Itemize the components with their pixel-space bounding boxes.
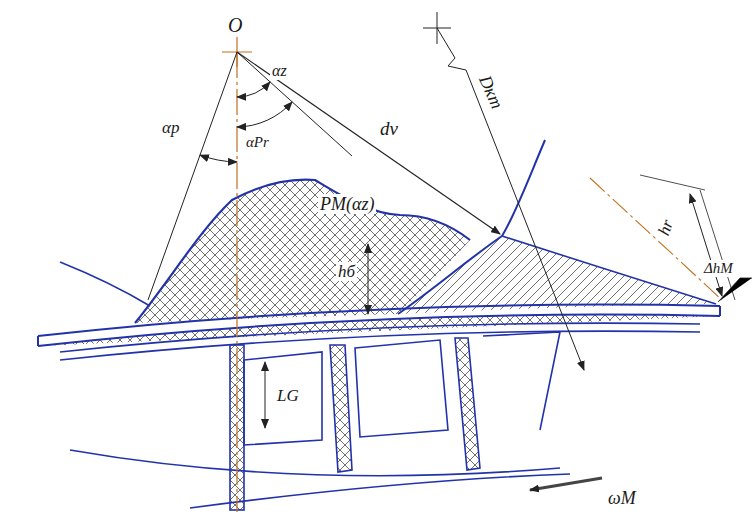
angle-label: αp <box>160 118 181 137</box>
curve-label: PM(αz) <box>318 194 376 214</box>
dimension-label: ΔhM <box>702 260 735 277</box>
dimension-label: hб <box>336 262 357 281</box>
dimension-label: dv <box>378 118 400 139</box>
angle-label: αPr <box>244 134 271 151</box>
dimension-label: Dкm <box>474 70 508 113</box>
angle-label: αz <box>270 62 289 80</box>
dimension-label: hr <box>653 215 677 239</box>
dimension-label: LG <box>275 386 301 405</box>
rotation-label: ωM <box>606 488 638 508</box>
point-label: O <box>226 14 244 36</box>
